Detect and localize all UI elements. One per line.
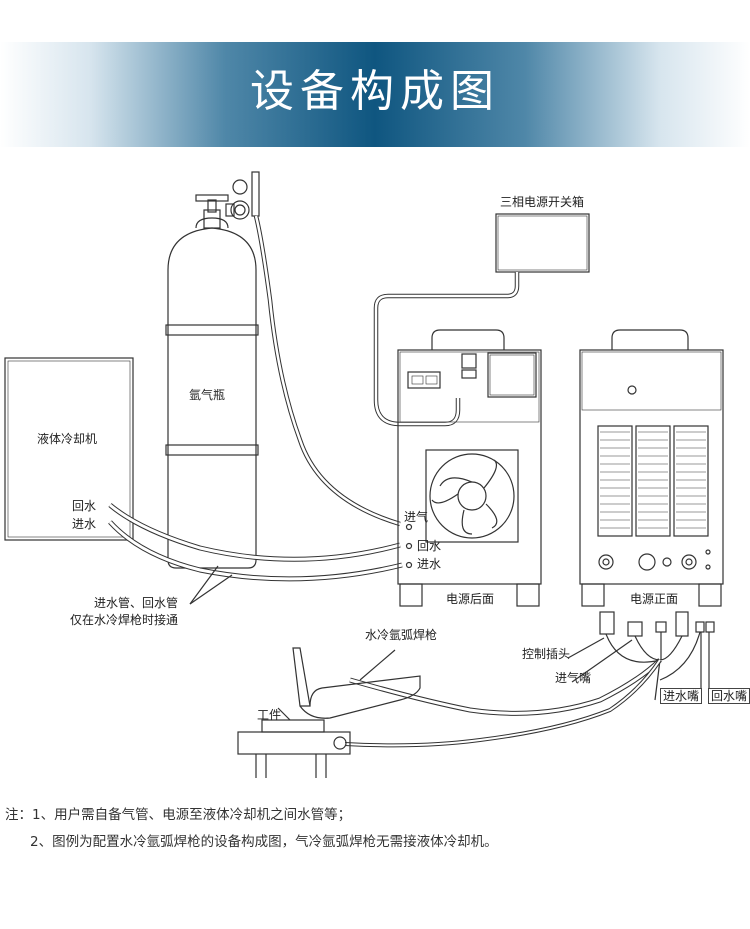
page-title: 设备构成图 — [250, 66, 500, 117]
power-rear-unit — [397, 329, 542, 607]
workpiece — [237, 719, 351, 778]
argon-hose — [253, 215, 401, 527]
switch-box — [495, 213, 590, 273]
label-control-plug: 控制插头 — [522, 647, 571, 661]
note-line-2: 2、图例为配置水冷氩弧焊枪的设备构成图，气冷氩弧焊枪无需接液体冷却机。 — [30, 834, 498, 850]
label-rear-water-return: 回水 — [417, 539, 442, 553]
label-switch-box: 三相电源开关箱 — [500, 195, 585, 209]
label-gas-nozzle: 进气嘴 — [555, 671, 592, 685]
control-plug-connector — [599, 611, 615, 635]
label-cooler-return: 回水 — [72, 499, 97, 513]
liquid-cooler — [4, 357, 134, 541]
note-line-1: 注：1、用户需自备气管、电源至液体冷却机之间水管等； — [5, 807, 352, 823]
label-cylinder: 氩气瓶 — [189, 388, 226, 402]
regulator — [225, 171, 260, 220]
label-water-return-nozzle: 回水嘴 — [708, 688, 750, 704]
label-torch: 水冷氩弧焊枪 — [365, 628, 438, 642]
equipment-diagram — [4, 171, 724, 778]
label-workpiece: 工件 — [257, 708, 282, 722]
label-rear-water-in: 进水 — [417, 557, 442, 571]
water-cooled-tig-torch — [292, 647, 421, 719]
ground-cable — [344, 658, 662, 748]
label-cooler-inlet: 进水 — [72, 517, 97, 531]
label-rear-gas-in: 进气 — [404, 510, 429, 524]
label-cooler: 液体冷却机 — [37, 432, 98, 446]
label-hose-note-2: 仅在水冷焊枪时接通 — [70, 613, 179, 627]
gas-cylinder — [165, 194, 259, 569]
label-water-in-nozzle: 进水嘴 — [660, 688, 703, 704]
power-front-unit — [579, 329, 724, 607]
title-banner: 设备构成图 — [0, 42, 750, 147]
label-hose-note-1: 进水管、回水管 — [94, 596, 179, 610]
label-front-panel: 电源正面 — [630, 592, 679, 606]
label-rear-panel: 电源后面 — [446, 592, 495, 606]
